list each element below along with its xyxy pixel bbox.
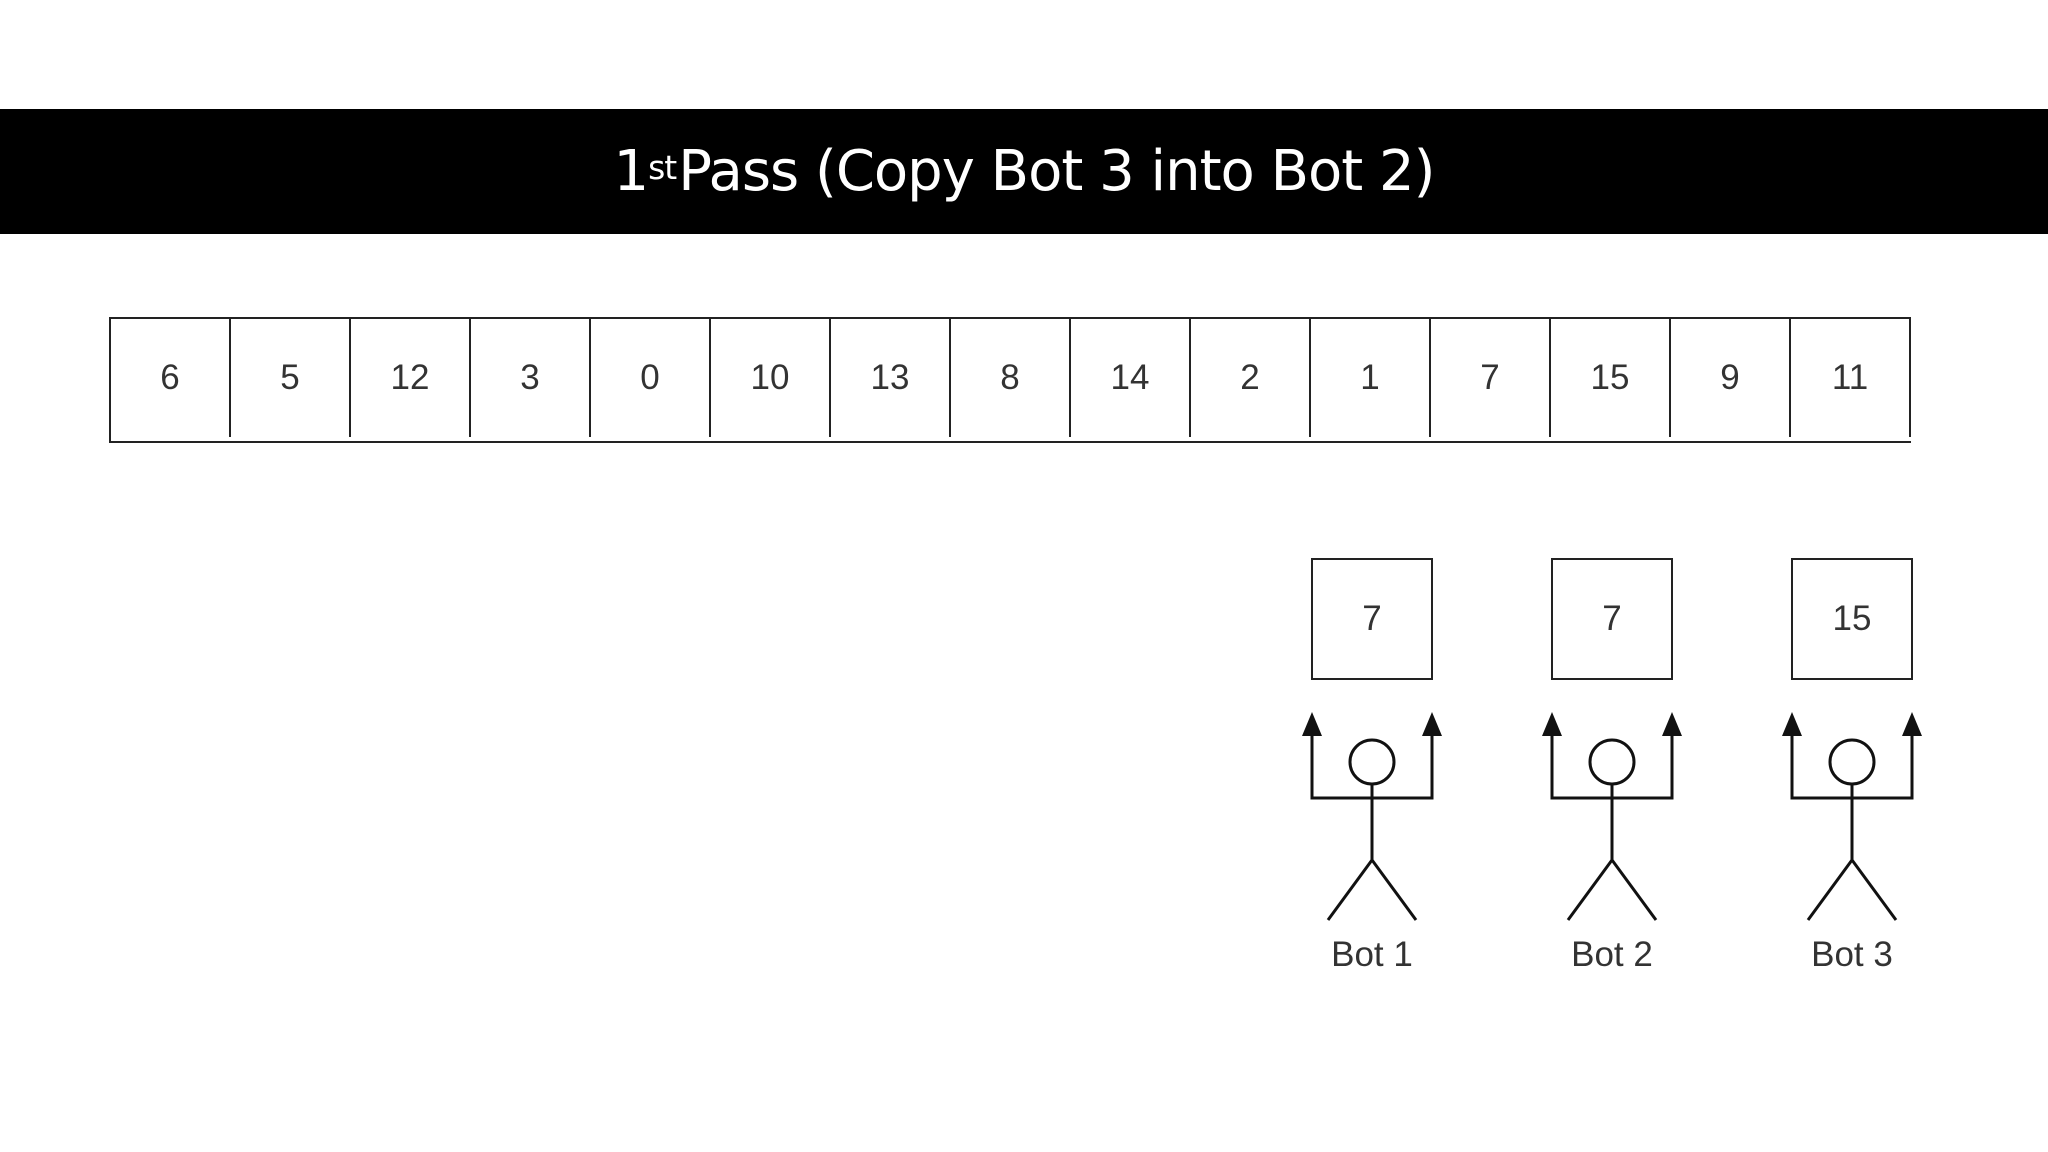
bot-1-box: 7 [1311, 558, 1433, 680]
stick-figure-icon [1782, 712, 1922, 921]
array-cell: 1 [1311, 319, 1431, 437]
array-cell: 2 [1191, 319, 1311, 437]
title-text: Pass (Copy Bot 3 into Bot 2) [678, 139, 1435, 204]
title-ordinal-suffix: st [648, 148, 677, 187]
bot-3-label: Bot 3 [1811, 935, 1893, 974]
array-cell: 0 [591, 319, 711, 437]
array-cell: 7 [1431, 319, 1551, 437]
array-cell: 12 [351, 319, 471, 437]
bot-3-box: 15 [1791, 558, 1913, 680]
array-cell: 8 [951, 319, 1071, 437]
stick-figure-icon [1542, 712, 1682, 921]
bot-2-box: 7 [1551, 558, 1673, 680]
array-cell: 13 [831, 319, 951, 437]
bot-1-label: Bot 1 [1331, 935, 1413, 974]
array-cell: 9 [1671, 319, 1791, 437]
array-cell: 3 [471, 319, 591, 437]
array-cell: 11 [1791, 319, 1911, 437]
bot-2-label: Bot 2 [1571, 935, 1653, 974]
array-cell: 5 [231, 319, 351, 437]
array-row: 6 5 12 3 0 10 13 8 14 2 1 7 15 9 11 [109, 317, 1911, 443]
stick-figure-icon [1302, 712, 1442, 921]
array-cell: 15 [1551, 319, 1671, 437]
array-cell: 14 [1071, 319, 1191, 437]
array-cell: 10 [711, 319, 831, 437]
array-cell: 6 [111, 319, 231, 437]
title-ordinal: 1 [613, 139, 649, 204]
